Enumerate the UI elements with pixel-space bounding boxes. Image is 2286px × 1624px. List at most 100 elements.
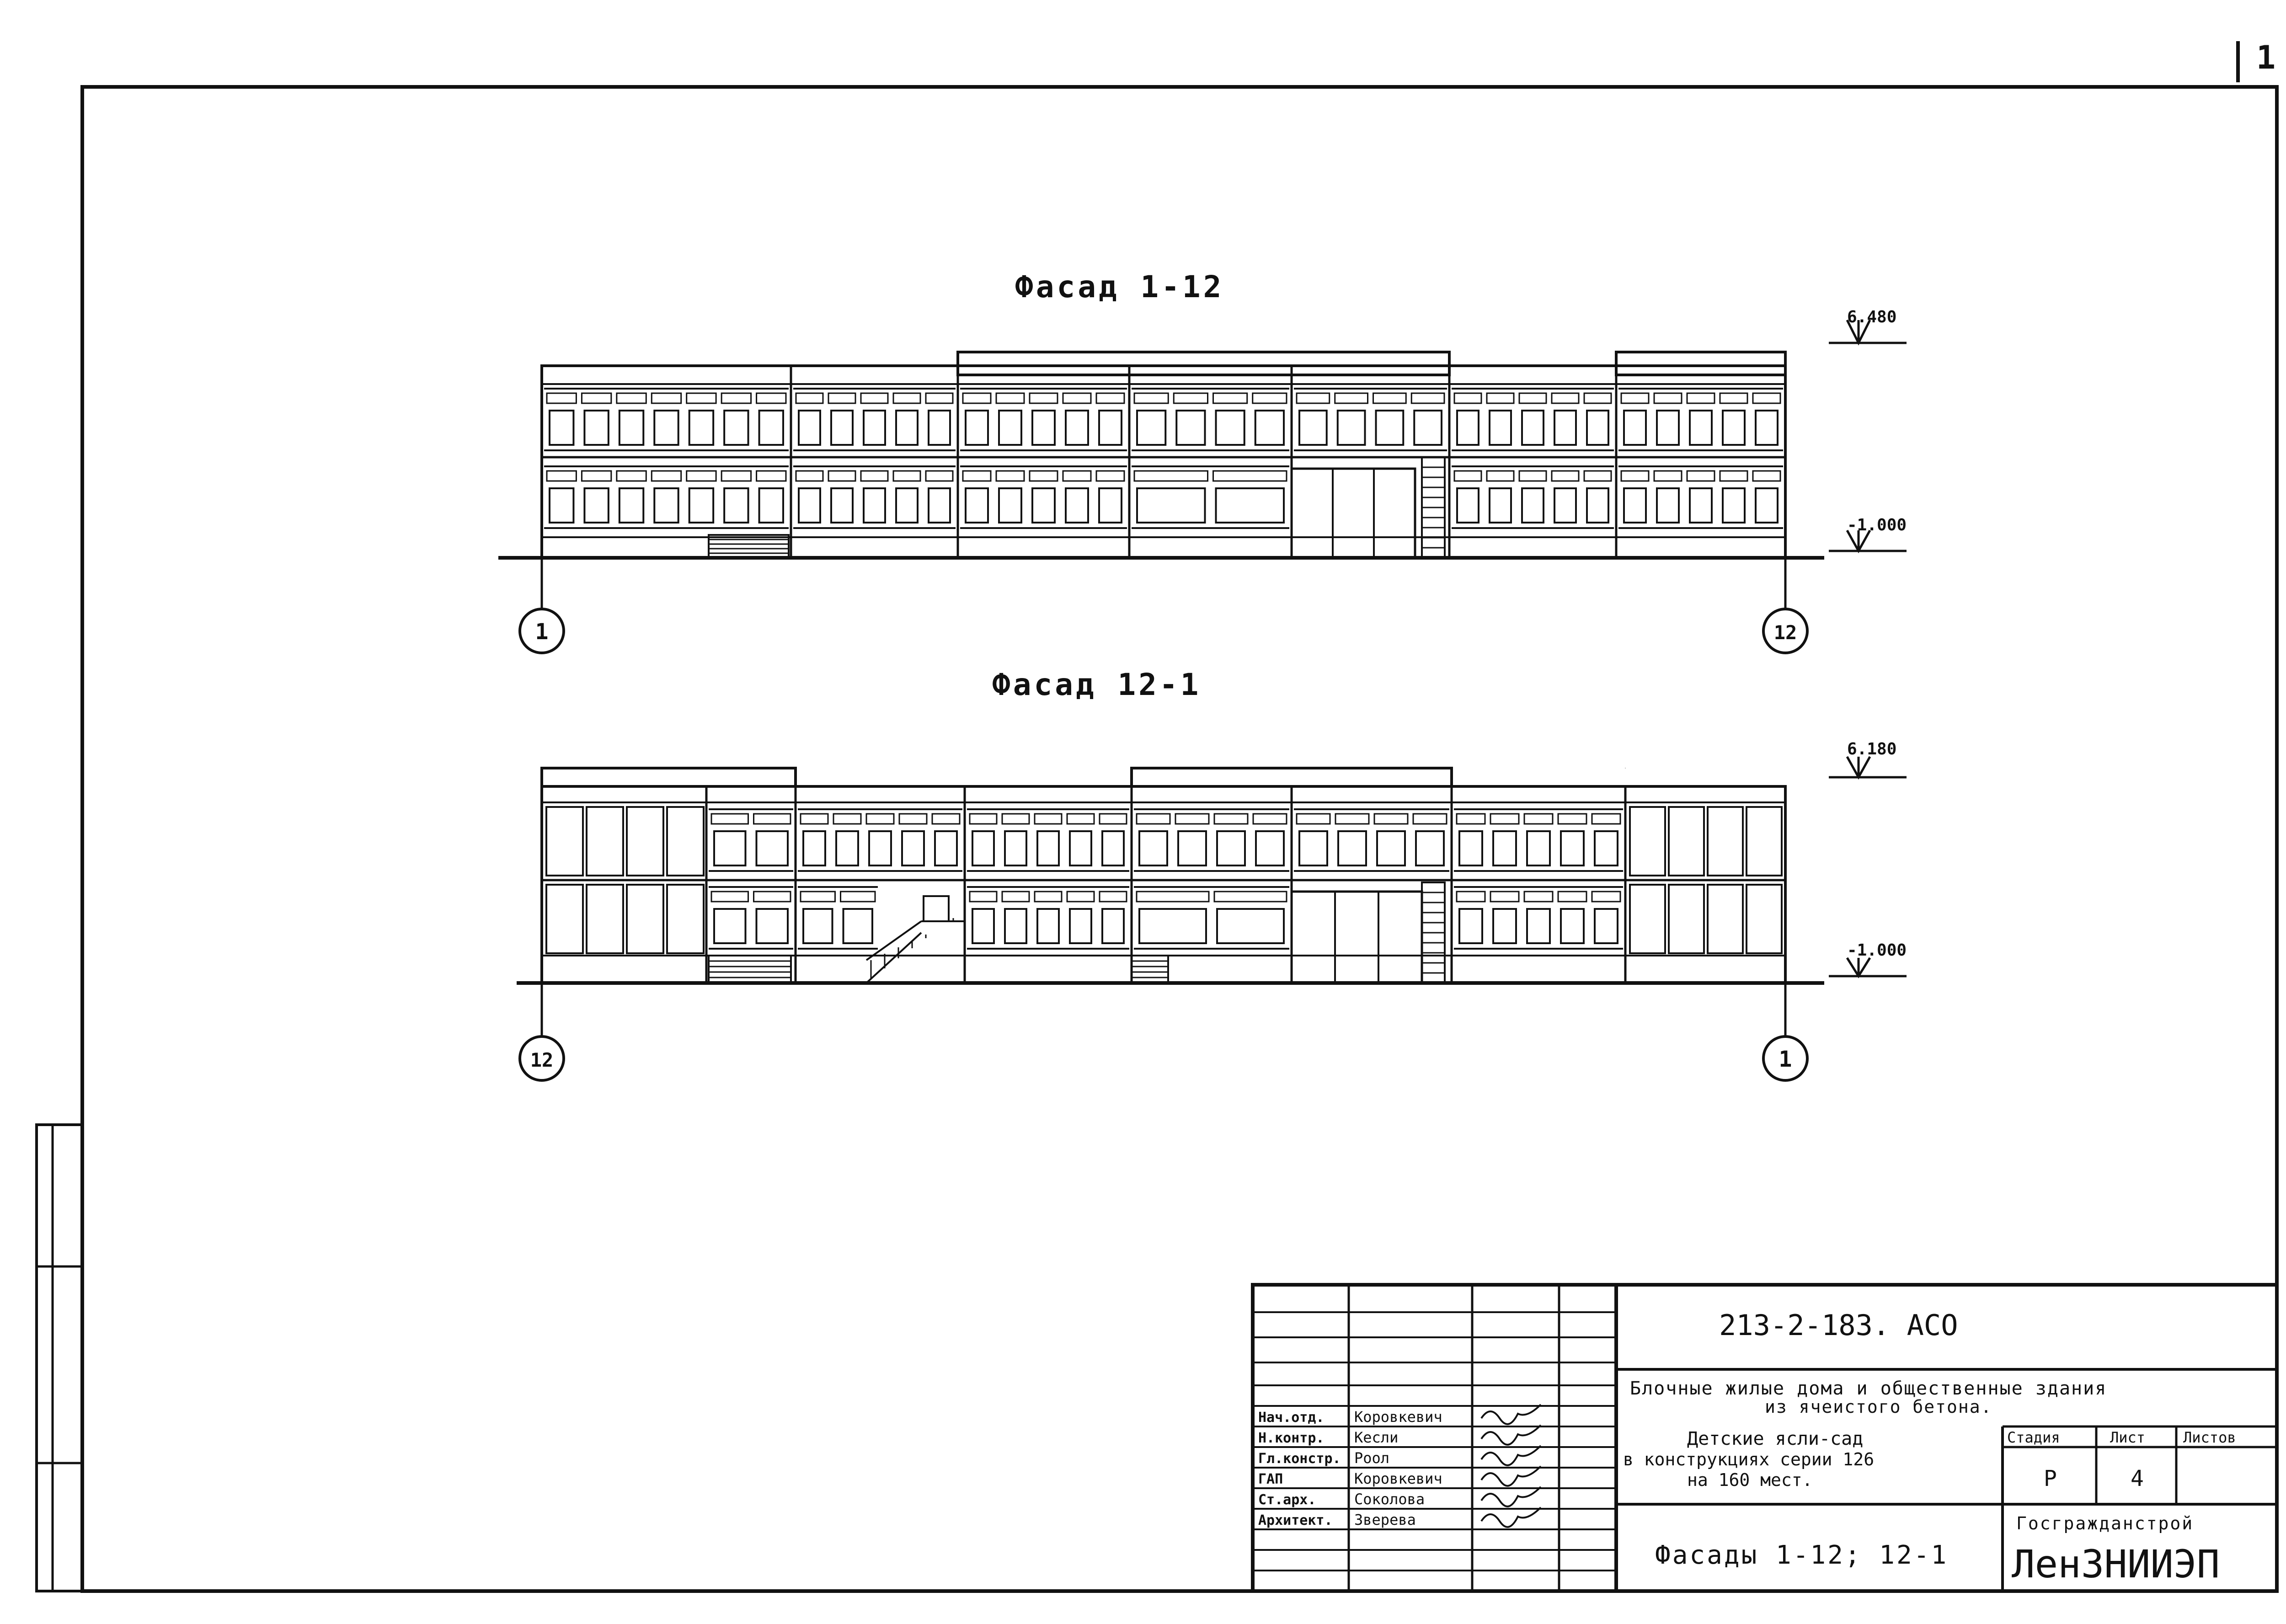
drawing-rect [753, 813, 791, 825]
drawing-rect [1099, 891, 1127, 903]
drawing-rect [962, 392, 992, 404]
drawing-rect [756, 392, 787, 404]
drawing-line [865, 920, 922, 961]
drawing-rect [1298, 410, 1328, 446]
drawing-rect [1031, 410, 1056, 446]
drawing-rect [1586, 487, 1609, 524]
drawing-rect [618, 410, 645, 446]
facade-2-axis-right: 1 [1779, 1047, 1792, 1072]
drawing-rect [956, 351, 1451, 376]
drawing-rect [688, 410, 715, 446]
drawing-rect [1173, 392, 1208, 404]
signature-role: Н.контр. [1258, 1430, 1325, 1446]
signature-scribble [1480, 1506, 1542, 1528]
drawing-rect [1518, 392, 1547, 404]
drawing-rect [1521, 410, 1544, 446]
drawing-rect [1489, 487, 1512, 524]
sheet-title: Фасады 1-12; 12-1 [1655, 1540, 1948, 1570]
drawing-rect [626, 884, 664, 954]
drawing-rect [1453, 470, 1482, 482]
drawing-rect [1252, 392, 1287, 404]
drawing-rect [1095, 392, 1125, 404]
organization-top: Госгражданстрой [2016, 1513, 2194, 1533]
drawing-rect [1591, 891, 1621, 903]
drawing-rect [928, 410, 951, 446]
drawing-rect [1707, 884, 1744, 954]
drawing-rect [1212, 470, 1287, 482]
drawing-rect [1175, 813, 1210, 825]
drawing-rect [1138, 908, 1207, 944]
drawing-rect [928, 487, 951, 524]
drawing-rect [1252, 813, 1287, 825]
stage-header: Стадия [2007, 1429, 2060, 1446]
drawing-rect [1213, 813, 1249, 825]
drawing-rect [1492, 830, 1517, 866]
drawing-rect [1215, 410, 1245, 446]
drawing-rect [1212, 392, 1248, 404]
drawing-rect [1290, 467, 1416, 559]
drawing-rect [1551, 470, 1580, 482]
drawing-rect [1746, 884, 1783, 954]
drawing-rect [651, 392, 682, 404]
drawing-rect [969, 813, 998, 825]
drawing-rect [1065, 487, 1089, 524]
drawing-rect [863, 487, 886, 524]
drawing-rect [931, 813, 961, 825]
drawing-rect [1557, 813, 1587, 825]
sheet-header: Лист [2110, 1429, 2145, 1446]
facade-1-12: Фасад 1-12 6.480 -1.000 1 12 [498, 269, 1907, 654]
drawing-rect [713, 908, 747, 944]
level-mark-bottom: -1.000 [1829, 516, 1907, 554]
sheets-header: Листов [2183, 1429, 2236, 1446]
drawing-rect [1668, 806, 1705, 876]
drawing-rect [1458, 908, 1483, 944]
drawing-rect [1653, 470, 1682, 482]
signature-role: Гл.констр. [1258, 1451, 1341, 1467]
drawing-rect [1523, 891, 1554, 903]
drawing-rect [1722, 410, 1746, 446]
drawing-rect [1486, 392, 1515, 404]
drawing-rect [686, 392, 717, 404]
drawing-rect [708, 955, 792, 984]
signature-scribble [1480, 1465, 1542, 1487]
drawing-rect [1213, 891, 1287, 903]
drawing-rect [972, 830, 995, 866]
drawing-rect [710, 891, 749, 903]
drawing-rect [798, 487, 821, 524]
drawing-rect [895, 487, 919, 524]
drawing-rect [1136, 813, 1171, 825]
drawing-rect [1133, 392, 1169, 404]
drawing-rect [1629, 884, 1666, 954]
drawing-rect [1490, 891, 1520, 903]
drawing-rect [895, 410, 919, 446]
drawing-rect [708, 534, 790, 559]
drawing-rect [998, 487, 1022, 524]
binding-strip [35, 1123, 84, 1592]
facade-2-level-bottom: -1.000 [1847, 941, 1907, 960]
drawing-rect [795, 470, 824, 482]
drawing-rect [1456, 487, 1479, 524]
signature-scribble [1480, 1404, 1542, 1425]
drawing-rect [653, 410, 679, 446]
drawing-rect [1594, 908, 1618, 944]
drawing-rect [1594, 830, 1618, 866]
drawing-rect [1136, 487, 1206, 524]
drawing-rect [925, 470, 954, 482]
drawing-rect [962, 470, 992, 482]
axis-bubble-right-2 [1762, 1035, 1809, 1082]
drawing-rect [1557, 891, 1587, 903]
drawing-rect [828, 470, 856, 482]
drawing-rect [1290, 890, 1423, 984]
signature-name: Роол [1354, 1449, 1389, 1467]
level-mark-top-2: 6.180 [1829, 740, 1907, 780]
drawing-rect [1062, 470, 1092, 482]
drawing-rect [800, 891, 836, 903]
drawing-rect [616, 392, 647, 404]
drawing-rect [1458, 830, 1483, 866]
facade-1-level-bottom: -1.000 [1847, 516, 1907, 534]
drawing-rect [710, 813, 749, 825]
drawing-rect [721, 470, 752, 482]
facade-1-elevation [498, 351, 1824, 560]
drawing-rect [1412, 813, 1447, 825]
drawing-rect [546, 392, 577, 404]
